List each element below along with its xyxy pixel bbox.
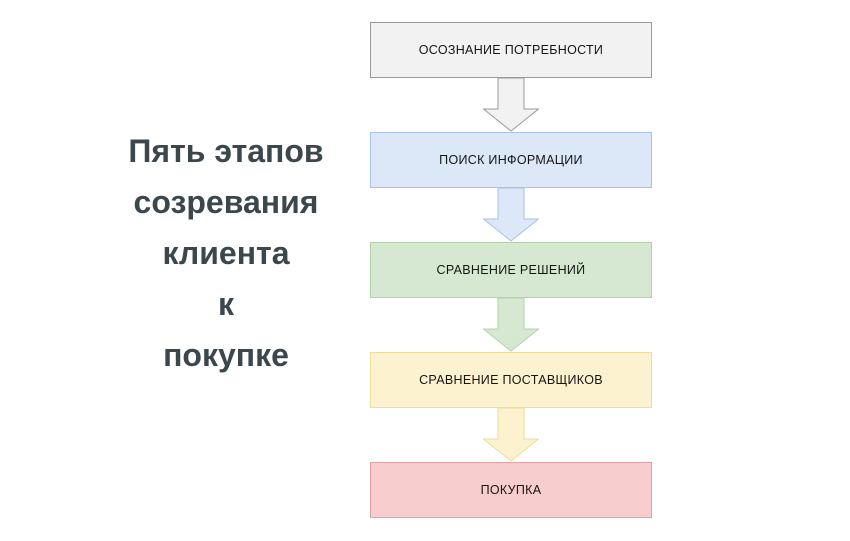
- flow-node-4[interactable]: СРАВНЕНИЕ ПОСТАВЩИКОВ: [370, 352, 652, 408]
- flow-node-4-label: СРАВНЕНИЕ ПОСТАВЩИКОВ: [419, 372, 603, 387]
- arrow-polygon: [483, 298, 539, 352]
- arrow-polygon: [483, 78, 539, 132]
- arrow-down-icon-3: [483, 298, 539, 352]
- flow-node-1-label: ОСОЗНАНИЕ ПОТРЕБНОСТИ: [418, 42, 604, 57]
- arrow-down-shape-2: [483, 188, 539, 242]
- flow-node-3-label: СРАВНЕНИЕ РЕШЕНИЙ: [436, 262, 586, 277]
- arrow-down-icon-2: [483, 188, 539, 242]
- flow-node-1[interactable]: ОСОЗНАНИЕ ПОТРЕБНОСТИ: [370, 22, 652, 78]
- flow-node-3[interactable]: СРАВНЕНИЕ РЕШЕНИЙ: [370, 242, 652, 298]
- arrow-down-icon-1: [483, 78, 539, 132]
- arrow-down-icon-4: [483, 408, 539, 462]
- arrow-polygon: [483, 408, 539, 462]
- page-title: Пять этапов созревания клиента к покупке: [128, 133, 324, 373]
- arrow-down-shape-4: [483, 408, 539, 462]
- flow-node-5-label: ПОКУПКА: [480, 482, 542, 497]
- flow-node-2-label: ПОИСК ИНФОРМАЦИИ: [439, 152, 583, 167]
- arrow-down-shape-1: [483, 78, 539, 132]
- arrow-polygon: [483, 188, 539, 242]
- flow-node-2[interactable]: ПОИСК ИНФОРМАЦИИ: [370, 132, 652, 188]
- arrow-down-shape-3: [483, 298, 539, 352]
- flow-chart: ОСОЗНАНИЕ ПОТРЕБНОСТИ ПОИСК ИНФОРМАЦИИ С…: [370, 22, 652, 519]
- flow-node-5[interactable]: ПОКУПКА: [370, 462, 652, 518]
